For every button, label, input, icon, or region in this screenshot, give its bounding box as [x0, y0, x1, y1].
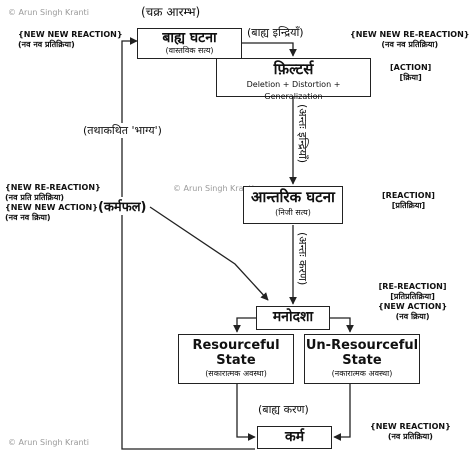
unresourceful-sub: (नकारात्मक अवस्था): [331, 369, 393, 378]
label-new-re-reaction: {NEW RE-REACTION} (नव प्रति प्रतिक्रिया)…: [5, 183, 101, 222]
label-re-reaction: [RE-REACTION] [प्रतिप्रतिक्रिया] {NEW AC…: [378, 282, 448, 321]
karmaphal-label: (कर्मफल): [98, 197, 147, 215]
inner-senses-label: (अन्तः इन्द्रियाँ): [296, 104, 309, 164]
external-event-sub: (वास्तविक सत्य): [165, 46, 214, 55]
arrow-karmaphal-to-mind: [149, 206, 269, 301]
filters-title: फ़िल्टर्स: [273, 60, 314, 78]
label-new-new-reaction: {NEW NEW REACTION} (नव नव प्रतिक्रिया): [18, 30, 123, 49]
external-senses-label: (बाह्य इन्द्रियाँ): [247, 26, 304, 39]
watermark-bottom: © Arun Singh Kranti: [8, 438, 89, 447]
label-action: [ACTION] [क्रिया]: [390, 63, 432, 82]
label-new-reaction: {NEW REACTION} (नव प्रतिक्रिया): [370, 422, 451, 441]
arrow-feedback-loop: [121, 37, 255, 450]
resourceful-state-box: Resourceful State (सकारात्मक अवस्था): [178, 334, 294, 384]
internal-event-sub: (निजी सत्य): [275, 208, 311, 217]
external-event-box: बाह्य घटना (वास्तविक सत्य): [137, 28, 242, 59]
internal-event-title: आन्तरिक घटना: [251, 188, 335, 206]
cycle-start-label: (चक्र आरम्भ): [141, 5, 201, 19]
filters-sub: Deletion + Distortion + Generalization: [246, 80, 341, 101]
karma-title: कर्म: [284, 429, 305, 445]
arrow-resourceful-to-karma: [236, 384, 256, 441]
karma-box: कर्म: [257, 426, 332, 449]
label-reaction: [REACTION] [प्रतिक्रिया]: [382, 191, 435, 210]
internal-event-box: आन्तरिक घटना (निजी सत्य): [243, 186, 343, 224]
state-of-mind-box: मनोदशा: [256, 306, 330, 330]
resourceful-sub: (सकारात्मक अवस्था): [205, 369, 267, 378]
inner-mind-label: (अन्तः करण): [296, 232, 309, 286]
so-called-fate-label: (तथाकथित 'भाग्य'): [83, 123, 162, 138]
external-means-label: (बाह्य करण): [258, 403, 309, 416]
resourceful-title-2: State: [216, 353, 256, 368]
filters-box: फ़िल्टर्स Deletion + Distortion + Genera…: [216, 58, 371, 101]
arrow-mind-to-resourceful: [233, 317, 256, 333]
external-event-title: बाह्य घटना: [162, 30, 217, 46]
label-new-new-re-reaction: {NEW NEW RE-REACTION} (नव नव प्रतिक्रिया…: [350, 30, 470, 49]
watermark-middle: © Arun Singh Kranti: [173, 184, 254, 193]
arrow-mind-to-unresourceful: [330, 317, 354, 333]
resourceful-title-1: Resourceful: [192, 338, 280, 353]
unresourceful-state-box: Un-Resourceful State (नकारात्मक अवस्था): [304, 334, 420, 384]
watermark-top: © Arun Singh Kranti: [8, 8, 89, 17]
state-of-mind-title: मनोदशा: [272, 309, 314, 325]
unresourceful-title-2: State: [342, 353, 382, 368]
unresourceful-title-1: Un-Resourceful: [305, 338, 419, 353]
arrow-event-to-filters: [242, 42, 297, 57]
arrow-unresourceful-to-karma: [333, 384, 351, 441]
